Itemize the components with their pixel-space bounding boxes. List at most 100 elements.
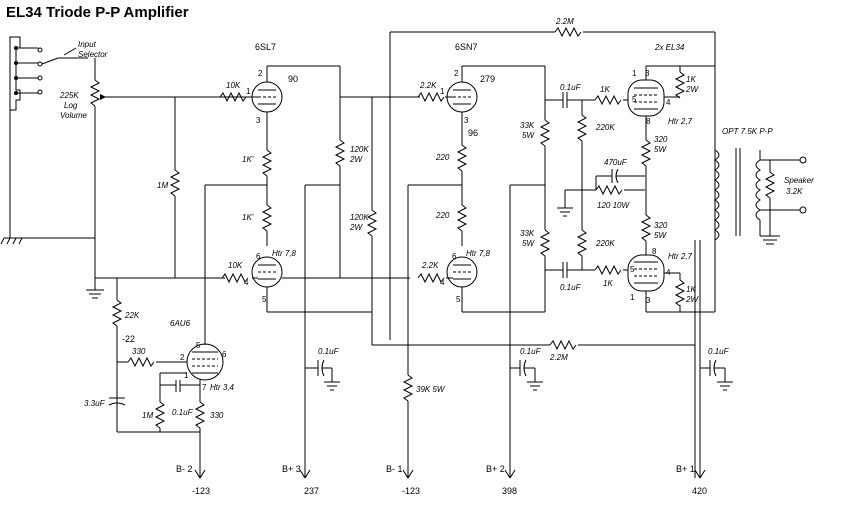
- svg-text:2: 2: [180, 353, 185, 362]
- svg-text:7: 7: [202, 383, 207, 392]
- svg-text:330: 330: [210, 411, 224, 420]
- svg-text:0.1uF: 0.1uF: [560, 83, 582, 92]
- input-selector: Input Selector: [9, 36, 108, 111]
- opt-label: OPT 7.5K P-P: [722, 127, 773, 136]
- svg-text:3: 3: [464, 116, 469, 125]
- svg-text:1K': 1K': [242, 155, 254, 164]
- schematic-title: EL34 Triode P-P Amplifier: [6, 4, 189, 21]
- svg-text:1K': 1K': [242, 213, 254, 222]
- svg-text:Htr 2,7: Htr 2,7: [668, 252, 693, 261]
- svg-text:5W: 5W: [654, 231, 667, 240]
- svg-text:2.2K: 2.2K: [421, 261, 439, 270]
- svg-text:2: 2: [454, 69, 459, 78]
- svg-text:320: 320: [654, 135, 668, 144]
- svg-text:1K: 1K: [603, 279, 613, 288]
- svg-text:33K: 33K: [520, 121, 535, 130]
- ground-icon: [86, 280, 104, 299]
- svg-text:220K: 220K: [595, 239, 615, 248]
- svg-text:2W: 2W: [685, 295, 699, 304]
- svg-text:398: 398: [502, 486, 517, 496]
- svg-text:Htr 3,4: Htr 3,4: [210, 383, 235, 392]
- svg-text:220: 220: [435, 211, 450, 220]
- volume-pot: 225K Log Volume: [59, 58, 250, 280]
- svg-text:3.2K: 3.2K: [786, 187, 803, 196]
- svg-text:2.2K: 2.2K: [419, 81, 437, 90]
- r-1m: 1M: [157, 181, 168, 190]
- tube-6sn7-label: 6SN7: [455, 42, 478, 52]
- svg-text:5: 5: [456, 295, 461, 304]
- rail-bp2: B+ 2: [486, 464, 505, 474]
- selector-label: Selector: [78, 50, 108, 59]
- svg-text:120 10W: 120 10W: [597, 201, 630, 210]
- svg-text:10K: 10K: [228, 261, 243, 270]
- svg-text:1: 1: [632, 69, 637, 78]
- svg-text:1: 1: [630, 293, 635, 302]
- svg-text:4: 4: [244, 278, 249, 287]
- tube-el34-label: 2x EL34: [654, 43, 685, 52]
- svg-text:2W: 2W: [349, 223, 363, 232]
- svg-text:2.2M: 2.2M: [549, 353, 568, 362]
- svg-text:1K: 1K: [600, 85, 610, 94]
- svg-text:-123: -123: [192, 486, 210, 496]
- svg-text:0.1uF: 0.1uF: [560, 283, 582, 292]
- svg-text:10K: 10K: [226, 81, 241, 90]
- svg-text:1M: 1M: [142, 411, 153, 420]
- svg-text:120K: 120K: [350, 145, 369, 154]
- svg-text:22K: 22K: [124, 311, 140, 320]
- svg-text:2W: 2W: [349, 155, 363, 164]
- tube-6sn7-lower: [446, 256, 478, 288]
- rail-bm1: B- 1: [386, 464, 403, 474]
- svg-text:0.1uF: 0.1uF: [172, 408, 194, 417]
- svg-text:320: 320: [654, 221, 668, 230]
- svg-text:6: 6: [256, 252, 261, 261]
- svg-text:1: 1: [184, 371, 189, 380]
- rail-b2: B- 2: [176, 464, 193, 474]
- svg-text:330: 330: [132, 347, 146, 356]
- svg-text:96: 96: [468, 128, 478, 138]
- svg-text:5: 5: [196, 341, 201, 350]
- svg-text:5W: 5W: [654, 145, 667, 154]
- svg-text:1K: 1K: [686, 75, 696, 84]
- tube-6au6-label: 6AU6: [170, 319, 191, 328]
- svg-text:5W: 5W: [522, 131, 535, 140]
- svg-text:0.1uF: 0.1uF: [318, 347, 340, 356]
- svg-text:2: 2: [258, 69, 263, 78]
- svg-text:3.3uF: 3.3uF: [84, 399, 106, 408]
- tube-6au6: [186, 343, 224, 381]
- svg-text:5: 5: [632, 95, 637, 104]
- svg-text:Htr 2,7: Htr 2,7: [668, 117, 693, 126]
- speaker-label: Speaker: [784, 176, 814, 185]
- rail-bp1: B+ 1: [676, 464, 695, 474]
- rail-bp3: B+ 3: [282, 464, 301, 474]
- svg-text:279: 279: [480, 74, 495, 84]
- tube-6sl7-lower: [251, 256, 283, 288]
- svg-text:2.2M: 2.2M: [555, 17, 574, 26]
- vol-value: 225K: [59, 91, 79, 100]
- svg-text:5: 5: [262, 295, 267, 304]
- svg-text:3: 3: [646, 296, 651, 305]
- svg-text:2W: 2W: [685, 85, 699, 94]
- vol-label: Volume: [60, 111, 87, 120]
- svg-text:-22: -22: [122, 334, 135, 344]
- svg-text:Htr 7,8: Htr 7,8: [272, 249, 297, 258]
- svg-text:4: 4: [666, 98, 671, 107]
- svg-text:420: 420: [692, 486, 707, 496]
- svg-text:90: 90: [288, 74, 298, 84]
- svg-text:1: 1: [440, 87, 445, 96]
- input-label: Input: [78, 40, 97, 49]
- svg-text:0.1uF: 0.1uF: [708, 347, 730, 356]
- chassis-ground-icon: [0, 110, 95, 245]
- tube-6sl7-label: 6SL7: [255, 42, 276, 52]
- svg-text:-123: -123: [402, 486, 420, 496]
- svg-text:0.1uF: 0.1uF: [520, 347, 542, 356]
- svg-text:39K 5W: 39K 5W: [416, 385, 446, 394]
- svg-text:1K: 1K: [686, 285, 696, 294]
- svg-text:5: 5: [630, 265, 635, 274]
- svg-text:6: 6: [452, 252, 457, 261]
- svg-text:33K: 33K: [520, 229, 535, 238]
- svg-text:120K: 120K: [350, 213, 369, 222]
- svg-text:220: 220: [435, 153, 450, 162]
- svg-text:3: 3: [256, 116, 261, 125]
- svg-text:Htr 7,8: Htr 7,8: [466, 249, 491, 258]
